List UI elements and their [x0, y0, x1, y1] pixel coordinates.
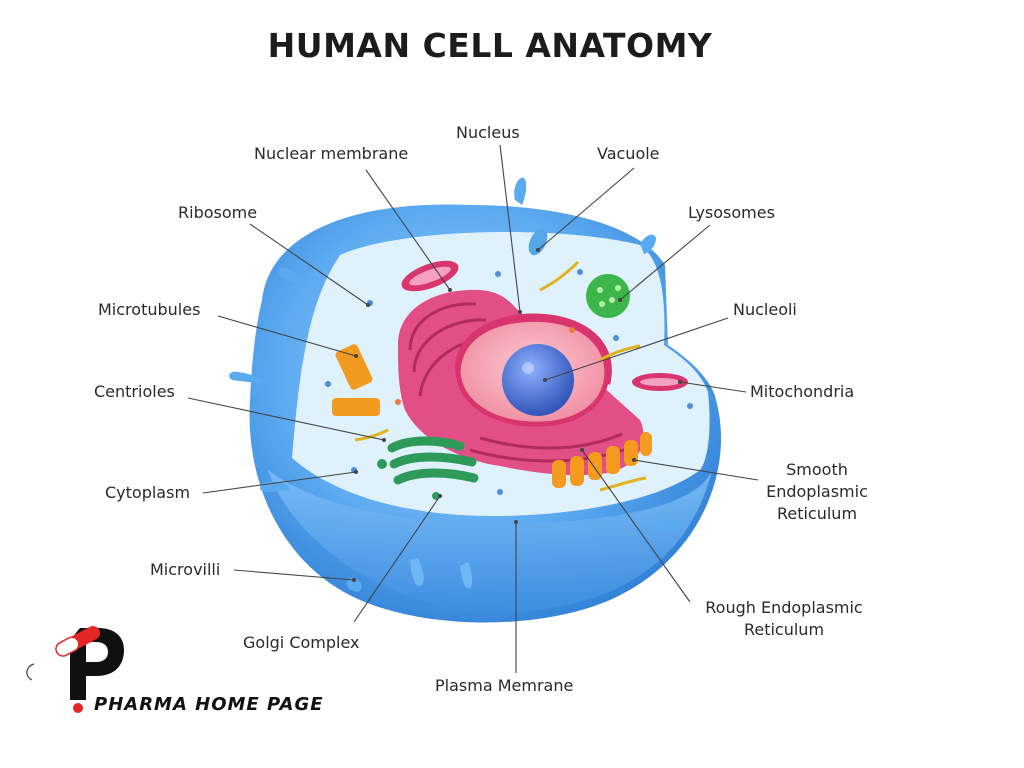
label-microvilli: Microvilli: [150, 560, 221, 579]
label-smooth-er-line2: Endoplasmic: [766, 482, 868, 501]
mitochondria: [401, 260, 688, 391]
label-smooth-er-line3: Reticulum: [776, 504, 858, 523]
microvillus: [346, 578, 362, 592]
cell-lower-shell: [268, 470, 712, 613]
vacuole: [528, 228, 548, 256]
label-smooth-er: Smooth Endoplasmic Reticulum: [760, 459, 874, 525]
brand-name: PHARMA HOME PAGE: [94, 694, 324, 715]
label-ribosome: Ribosome: [178, 203, 258, 222]
label-golgi-complex: Golgi Complex: [243, 633, 360, 652]
label-centrioles: Centrioles: [94, 382, 175, 401]
centrioles: [332, 260, 647, 492]
brand-logo-icon: [26, 626, 124, 713]
label-rough-er-line2: Reticulum: [743, 620, 825, 639]
lysosome: [586, 274, 630, 318]
label-rough-er: Rough Endoplasmic Reticulum: [696, 597, 872, 641]
label-cytoplasm: Cytoplasm: [105, 483, 191, 502]
label-rough-er-line1: Rough Endoplasmic: [705, 598, 863, 617]
label-nucleoli: Nucleoli: [733, 300, 797, 319]
label-mitochondria: Mitochondria: [750, 382, 855, 401]
label-smooth-er-line1: Smooth: [786, 460, 848, 479]
nucleus: [455, 313, 612, 427]
label-vacuole: Vacuole: [597, 144, 660, 163]
nucleolus: [502, 344, 574, 416]
label-plasma-membrane: Plasma Memrane: [435, 676, 574, 695]
ribosomes: [325, 269, 693, 495]
golgi-complex: [377, 436, 479, 500]
label-microtubules: Microtubules: [98, 300, 201, 319]
diagram-title: HUMAN CELL ANATOMY: [267, 26, 713, 65]
label-nuclear-membrane: Nuclear membrane: [254, 144, 409, 163]
label-nucleus: Nucleus: [456, 123, 520, 142]
label-lysosomes: Lysosomes: [688, 203, 775, 222]
leader-lines: [187, 144, 759, 673]
